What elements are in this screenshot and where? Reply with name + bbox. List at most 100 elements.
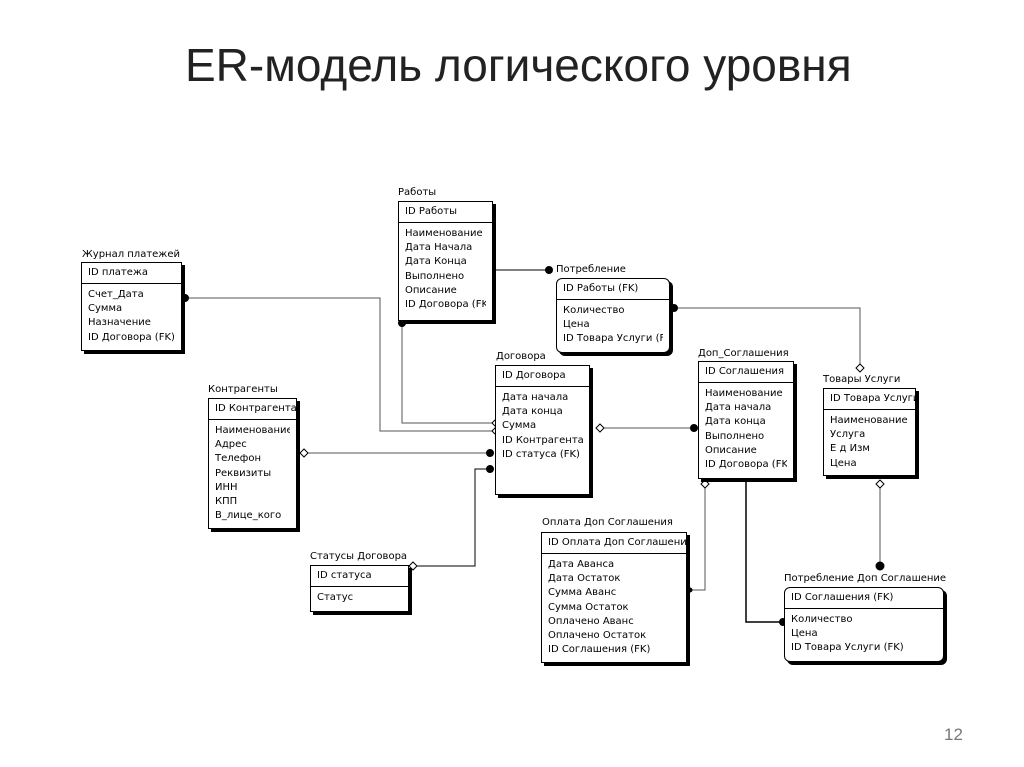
entity-key: ID Договора <box>496 366 589 387</box>
rel-end-diamond <box>299 448 309 458</box>
entity-statusy: ID статуса Статус <box>310 565 409 612</box>
entity-name-potreblenie: Потребление <box>556 264 626 275</box>
entity-attr: Наименование <box>830 415 908 426</box>
entity-attr: Статус <box>317 592 354 603</box>
entity-attr: КПП <box>215 496 238 508</box>
entity-name-oplata: Оплата Доп Соглашения <box>542 517 673 528</box>
entity-attr: Счет_Дата <box>88 289 144 300</box>
entity-attrs: Количество Цена ID Товара Услуги (FK) <box>557 300 669 351</box>
entity-attr: Дата конца <box>705 416 766 428</box>
entity-attr: Дата конца <box>502 406 563 418</box>
entity-attr: ID Договора (FK) <box>405 299 486 311</box>
entity-key: ID платежа <box>82 263 181 284</box>
entity-attr: Дата Конца <box>405 256 467 268</box>
rel-statusy-dogovora <box>413 468 492 567</box>
entity-oplata: ID Оплата Доп Соглашения Дата Аванса Дат… <box>541 532 687 663</box>
entity-attr: Дата начала <box>705 402 772 414</box>
entity-attr: Наименование <box>705 388 783 399</box>
entity-attr: Сумма Остаток <box>548 601 629 613</box>
entity-potreblenie: ID Работы (FK) Количество Цена ID Товара… <box>556 278 670 353</box>
entity-attr: ID Договора (FK) <box>88 331 175 343</box>
rel-end-diamond <box>700 479 710 489</box>
entity-attr: Сумма <box>88 303 123 315</box>
entity-key: ID Работы <box>399 202 492 223</box>
entity-name-dogovora: Договора <box>496 351 546 362</box>
entity-attr: Услуга <box>830 429 866 441</box>
entity-key: ID Соглашения (FK) <box>785 588 943 609</box>
entity-key: ID Соглашения <box>699 362 793 383</box>
page-number: 12 <box>944 725 963 744</box>
slide-title: ER-модель логического уровня <box>185 39 852 91</box>
entity-attr: Количество <box>791 614 853 625</box>
rel-end-dot <box>486 449 494 457</box>
entity-attr: Оплачено Аванс <box>548 615 634 627</box>
entity-attr: Адрес <box>215 439 247 451</box>
entity-attr: Сумма <box>502 420 537 432</box>
entity-key: ID Работы (FK) <box>557 279 669 300</box>
entity-attr: Цена <box>830 457 857 469</box>
entity-name-raboty: Работы <box>398 187 437 198</box>
entity-name-kontragenty: Контрагенты <box>208 384 278 395</box>
entity-attr: Е д Изм <box>830 443 870 455</box>
rel-end-diamond <box>855 363 865 373</box>
entity-potreb-dop: ID Соглашения (FK) Количество Цена ID То… <box>784 587 944 662</box>
entity-attr: Цена <box>791 628 818 640</box>
entity-attr: Наименование <box>215 425 290 436</box>
entity-attr: Выполнено <box>405 270 465 282</box>
entity-attrs: Количество Цена ID Товара Услуги (FK) <box>785 609 943 660</box>
entity-dop: ID Соглашения Наименование Дата начала Д… <box>698 361 794 479</box>
entity-attr: ИНН <box>215 481 238 493</box>
entity-key: ID Оплата Доп Соглашения <box>542 533 686 554</box>
entity-attrs: Дата начала Дата конца Сумма ID Контраге… <box>496 387 589 466</box>
rel-end-dot <box>545 266 553 274</box>
rel-end-diamond <box>408 561 418 571</box>
entity-dogovora: ID Договора Дата начала Дата конца Сумма… <box>495 365 590 495</box>
entity-attr: В_лице_кого <box>215 510 282 522</box>
entity-attr: ID Соглашения (FK) <box>548 644 651 656</box>
entity-key: ID Товара Услуги <box>824 389 915 410</box>
rel-dop-oplata <box>690 484 706 591</box>
entity-attrs: Дата Аванса Дата Остаток Сумма Аванс Сум… <box>542 554 686 661</box>
entity-attr: Дата Начала <box>405 242 473 254</box>
rel-end-dot <box>181 294 189 302</box>
entity-attr: Цена <box>563 319 590 331</box>
entity-key: ID статуса <box>311 566 408 587</box>
entity-kontragenty: ID Контрагента Наименование Адрес Телефо… <box>208 398 297 529</box>
entity-attrs: Наименование Дата Начала Дата Конца Выпо… <box>399 223 492 316</box>
entity-attrs: Наименование Адрес Телефон Реквизиты ИНН… <box>209 420 296 527</box>
entity-name-tovary: Товары Услуги <box>823 374 901 385</box>
entity-key: ID Контрагента <box>209 399 296 420</box>
entity-attr: Назначение <box>88 317 151 329</box>
entity-attr: ID Договора (FK) <box>705 459 787 471</box>
rel-end-dot <box>670 304 678 312</box>
entity-attr: Описание <box>705 444 757 456</box>
rel-zhurnal-dogovora <box>185 297 492 432</box>
entity-attr: ID Товара Услуги (FK) <box>563 333 663 345</box>
rel-potreblenie-tovary <box>674 307 861 368</box>
entity-attr: Оплачено Остаток <box>548 630 647 642</box>
entity-attr: Сумма Аванс <box>548 587 617 599</box>
rel-end-dot <box>687 587 693 593</box>
rel-raboty-dogovora <box>401 323 492 424</box>
entity-attr: Телефон <box>215 453 262 465</box>
entity-name-dop: Доп_Соглашения <box>698 348 789 359</box>
entity-attr: ID Контрагента (FK) <box>502 434 583 446</box>
entity-attr: Дата Аванса <box>548 559 615 570</box>
entity-attrs: Счет_Дата Сумма Назначение ID Договора (… <box>82 284 181 349</box>
entity-attrs: Наименование Дата начала Дата конца Выпо… <box>699 383 793 476</box>
entity-attr: Количество <box>563 305 625 316</box>
entity-attr: Дата начала <box>502 392 569 403</box>
rel-end-dot <box>690 424 698 432</box>
entity-attrs: Наименование Услуга Е д Изм Цена <box>824 410 915 475</box>
rel-end-diamond <box>875 479 885 489</box>
rel-end-dot <box>486 465 494 473</box>
rel-end-dot <box>875 561 885 571</box>
entity-tovary: ID Товара Услуги Наименование Услуга Е д… <box>823 388 916 476</box>
rel-dop-potrebdop <box>745 480 785 623</box>
entity-raboty: ID Работы Наименование Дата Начала Дата … <box>398 201 493 321</box>
rel-end-diamond <box>595 423 605 433</box>
entity-attr: Дата Остаток <box>548 573 621 585</box>
entity-attr: ID статуса (FK) <box>502 448 580 460</box>
entity-attr: Описание <box>405 284 457 296</box>
